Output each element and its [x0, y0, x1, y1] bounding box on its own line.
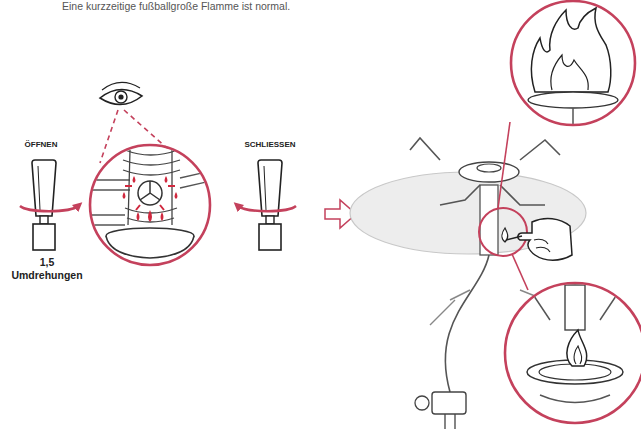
direction-label: SCHLIESSEN	[234, 140, 306, 150]
match-stick	[506, 236, 522, 240]
pot-support	[410, 138, 560, 205]
small-flame	[567, 330, 587, 366]
eye-symbol	[100, 82, 142, 104]
fuel-tube	[180, 170, 215, 188]
inner-flame	[574, 346, 582, 364]
magnifier-circle	[505, 283, 641, 423]
fuel-drops	[123, 176, 178, 222]
burner-head	[459, 162, 519, 182]
magnifier-circle	[511, 1, 635, 125]
bottle-neck	[445, 414, 455, 429]
safety-note: Eine kurzzeitige fußballgroße Flamme ist…	[62, 0, 502, 13]
direction-label: ÖFFNEN	[10, 140, 72, 150]
jet-spokes	[140, 181, 160, 200]
leader-line	[512, 254, 528, 290]
valve-wheel	[415, 396, 429, 410]
eye-iris	[115, 91, 127, 103]
jet-nozzle	[138, 181, 162, 205]
burner-base	[540, 395, 610, 403]
rotation-arrow	[238, 206, 296, 211]
hand	[518, 219, 572, 261]
finger-line	[534, 239, 550, 252]
pump-valve	[432, 392, 466, 414]
burner-bowl	[106, 236, 194, 258]
fuel-line	[445, 255, 489, 392]
turns-label: 1,5 Umdrehungen	[7, 256, 87, 281]
detail-background	[510, 0, 636, 126]
burner-cap	[477, 164, 501, 172]
eye-outline	[100, 89, 142, 104]
burner-stem	[565, 285, 585, 330]
flame-detail	[510, 0, 636, 126]
magnifier-circle	[90, 145, 210, 265]
valve-knob	[32, 160, 56, 250]
magnifier-circle	[479, 208, 527, 256]
match-flame	[502, 228, 508, 242]
leader-line	[498, 122, 510, 208]
pot-support	[520, 96, 626, 126]
valve-knob	[258, 160, 282, 250]
detail-background	[88, 143, 212, 267]
burner-plate	[528, 92, 618, 108]
fuel-spray	[125, 186, 175, 210]
jet-detail	[85, 143, 215, 267]
flame-outline	[531, 8, 610, 92]
inner-flame	[551, 55, 588, 90]
rotation-arrow	[20, 206, 78, 211]
eye-pupil	[118, 94, 123, 99]
priming-detail	[505, 283, 641, 423]
detail-background	[505, 283, 641, 423]
eye-lid	[102, 82, 140, 90]
